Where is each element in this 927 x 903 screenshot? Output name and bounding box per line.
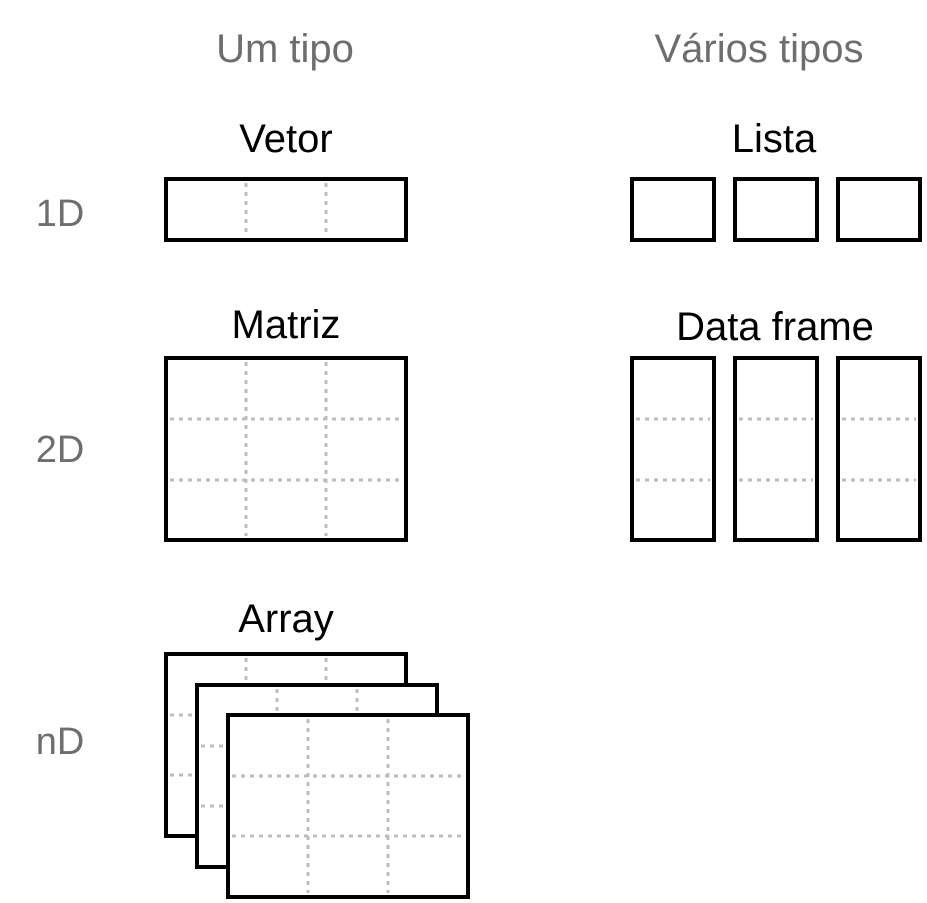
label-array: Array <box>238 597 334 641</box>
matrix-outline <box>164 356 408 542</box>
label-data-frame: Data frame <box>676 305 874 349</box>
list-element <box>836 177 922 242</box>
label-list: Lista <box>732 117 817 161</box>
vector-shape <box>164 177 408 242</box>
row-label-1d: 1D <box>36 193 85 235</box>
header-many-types: Vários tipos <box>655 27 864 71</box>
data-frame-column <box>630 356 716 542</box>
row-label-2d: 2D <box>36 429 85 471</box>
vector-outline <box>164 177 408 242</box>
header-one-type: Um tipo <box>216 27 354 71</box>
row-label-nd: nD <box>36 721 85 763</box>
matrix-shape <box>164 356 408 542</box>
label-matrix: Matriz <box>232 303 341 347</box>
list-element <box>630 177 716 242</box>
data-frame-shape <box>630 356 922 542</box>
array-layer-outline <box>226 713 470 899</box>
data-frame-column <box>733 356 819 542</box>
list-shape <box>630 177 922 242</box>
label-vector: Vetor <box>239 117 332 161</box>
list-element <box>733 177 819 242</box>
array-layer-front <box>226 713 470 899</box>
data-frame-column <box>836 356 922 542</box>
array-shape <box>164 652 470 899</box>
